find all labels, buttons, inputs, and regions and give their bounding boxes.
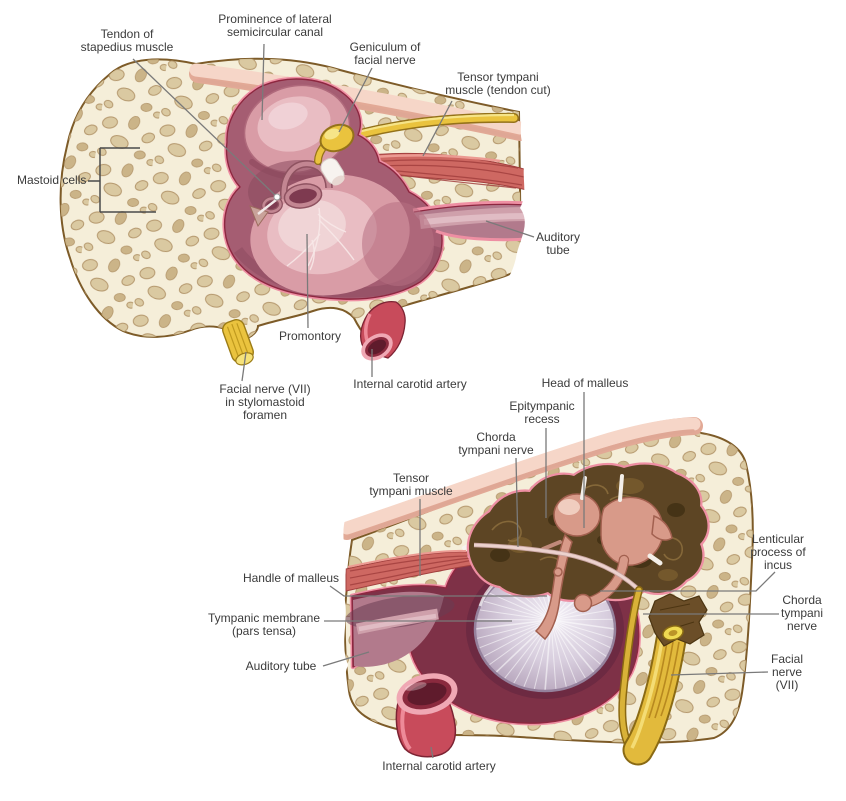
auditory-tube-top: [412, 200, 529, 242]
label-tensor-bottom: Tensor tympani muscle: [369, 471, 453, 499]
label-carotid-bottom: Internal carotid artery: [382, 759, 496, 773]
tensor-tendon-stub: [320, 157, 345, 186]
facial-nerve-bundle: [618, 586, 687, 766]
leader-prominence: [261, 43, 265, 121]
cut-edge-bottom-figure: [300, 512, 348, 714]
leader-lines: [88, 43, 779, 759]
leader-facial-stylo: [241, 351, 247, 382]
label-mastoid-cells: Mastoid cells: [17, 173, 87, 187]
label-tendon-stapedius: Tendon of stapedius muscle: [80, 27, 174, 55]
label-prominence: Prominence of lateral semicircular canal: [218, 12, 332, 40]
label-promontory: Promontory: [278, 329, 342, 343]
chorda-tympani-cord: [473, 542, 641, 592]
label-head-malleus: Head of malleus: [541, 376, 629, 390]
top-figure: [59, 57, 590, 366]
label-auditory-top: Auditory tube: [535, 230, 581, 258]
label-carotid-top: Internal carotid artery: [353, 377, 467, 391]
facial-nerve-stylomastoid-stump: [222, 319, 254, 366]
label-tensor-top: Tensor tympani muscle (tendon cut): [445, 70, 551, 98]
label-chorda-right: Chorda tympani nerve: [780, 593, 824, 634]
internal-carotid-artery-top: [359, 301, 406, 361]
canal-soft-tissue-strip: [338, 417, 703, 540]
leader-tensor-top: [422, 100, 453, 157]
label-membrane: Tympanic membrane (pars tensa): [207, 611, 321, 639]
leader-carotid-bottom: [430, 746, 434, 759]
label-lenticular: Lenticular process of incus: [750, 532, 806, 573]
leader-tendon-stapedius: [132, 58, 277, 197]
geniculum-facial-nerve: [314, 123, 355, 165]
leader-handle-malleus: [329, 585, 547, 597]
malleus-handle: [534, 533, 573, 641]
bottom-figure: [300, 417, 754, 766]
label-chorda-left: Chorda tympani nerve: [458, 430, 534, 458]
leader-promontory: [306, 233, 309, 329]
malleus-head: [553, 493, 601, 537]
leader-lenticular: [600, 571, 776, 592]
label-handle-malleus: Handle of malleus: [242, 571, 340, 585]
incus: [573, 496, 673, 613]
internal-carotid-artery-bottom: [395, 673, 458, 758]
chorda-tympani-cut-end: [648, 593, 708, 647]
leader-facial-vii: [670, 671, 769, 676]
lenticular-process: [573, 593, 593, 613]
ossicles: [534, 474, 673, 641]
tympanic-plexus: [286, 207, 355, 271]
stapedius-tendon: [257, 199, 277, 215]
leader-geniculum: [338, 67, 373, 133]
label-geniculum: Geniculum of facial nerve: [349, 40, 421, 68]
facial-nerve-canal: [337, 112, 519, 144]
label-facial-vii: Facial nerve (VII): [770, 652, 803, 693]
leader-auditory-bottom: [322, 651, 370, 667]
label-facial-stylo: Facial nerve (VII) in stylomastoid foram…: [219, 382, 311, 423]
leader-auditory-top: [485, 220, 535, 238]
malleus: [534, 493, 601, 641]
leader-mastoid-bracket: [88, 147, 156, 213]
label-auditory-bottom: Auditory tube: [245, 659, 317, 673]
leader-chorda-left: [515, 457, 519, 548]
label-epitympanic: Epitympanic recess: [509, 399, 575, 427]
cut-edge-top-figure: [508, 96, 590, 278]
